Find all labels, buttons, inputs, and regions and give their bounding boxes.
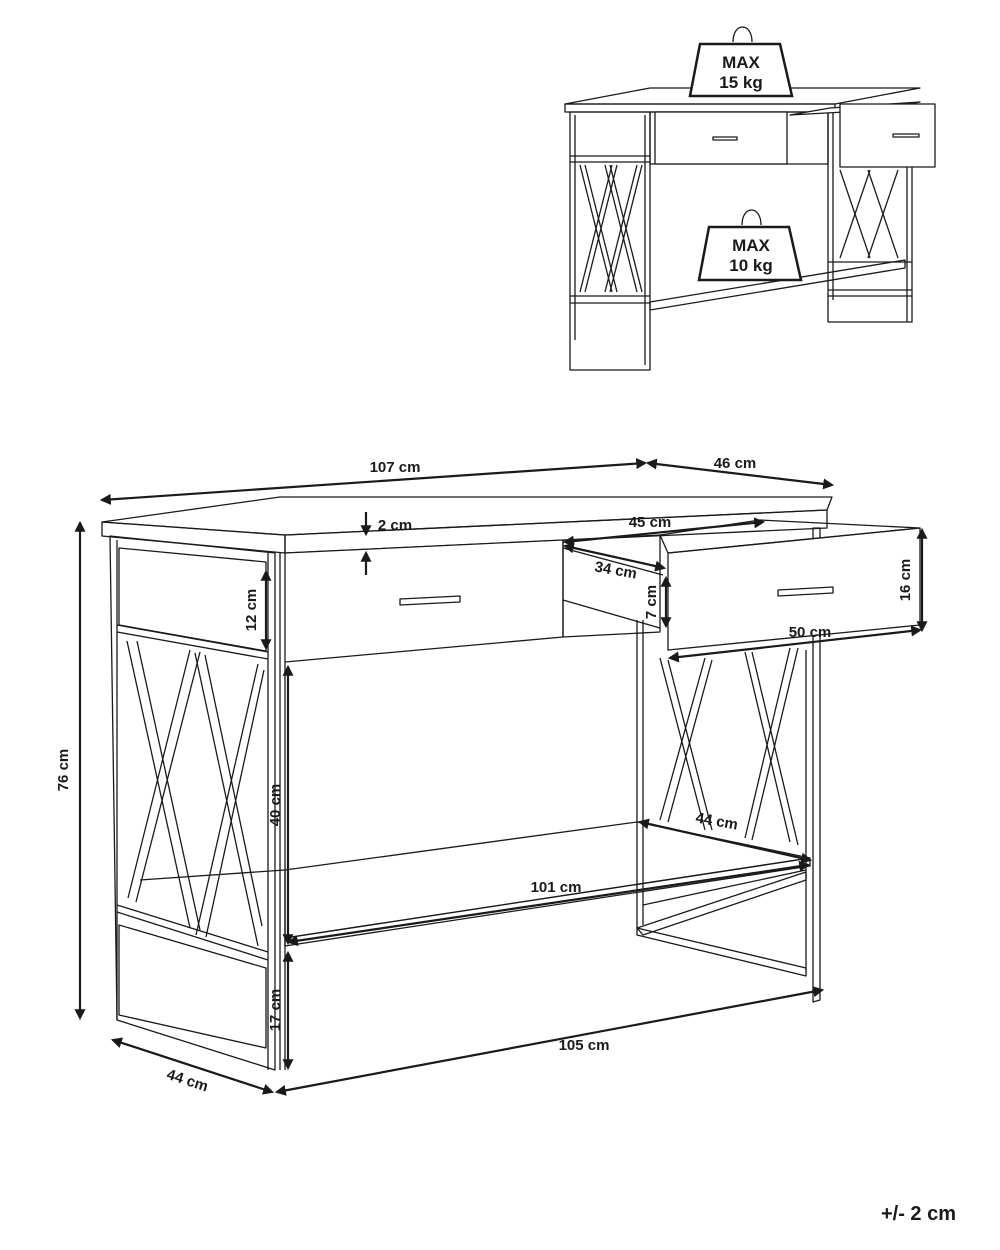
- preview-right-x-brace: [839, 169, 899, 259]
- preview-drawer-handle: [712, 136, 738, 141]
- drawer-closed: [284, 539, 564, 663]
- weight-shelf-icon: MAX 10 kg: [697, 209, 803, 282]
- label-top-thickness: 2 cm: [378, 517, 412, 534]
- left-base-panel: [118, 924, 267, 1049]
- label-base-width: 105 cm: [559, 1037, 610, 1054]
- dim-line-drawer-width: [667, 625, 923, 663]
- label-shelf-gap: 40 cm: [267, 784, 284, 827]
- label-total-height: 76 cm: [55, 749, 72, 792]
- label-drawer-width: 50 cm: [789, 624, 832, 641]
- weight-shelf-line1: MAX: [732, 236, 770, 255]
- dim-line-base-depth: [110, 1037, 275, 1095]
- preview-tabletop-edge: [564, 103, 836, 113]
- preview-left-frame: [569, 111, 651, 371]
- preview-drawer-open: [839, 103, 936, 168]
- bottom-shelf-edge: [284, 857, 811, 947]
- preview-table: MAX 15 kg MAX 10 kg: [564, 26, 936, 371]
- label-drawer-inner-width: 34 cm: [593, 559, 638, 583]
- dim-line-drawer-inner-depth: [562, 517, 766, 547]
- dim-line-base-width: [274, 986, 825, 1096]
- left-x-brace: [126, 640, 265, 947]
- tolerance-note: +/- 2 cm: [881, 1203, 956, 1225]
- dim-line-total-depth: [645, 458, 835, 490]
- label-apron-height: 12 cm: [243, 589, 260, 632]
- label-base-height: 17 cm: [267, 989, 284, 1032]
- right-base-rail-top: [636, 871, 807, 936]
- label-shelf-width: 101 cm: [531, 879, 582, 896]
- weight-shelf-line2: 10 kg: [729, 256, 772, 275]
- dim-line-shelf-depth: [637, 818, 813, 864]
- weight-top-icon: MAX 15 kg: [688, 26, 794, 98]
- label-drawer-inner-height: 7 cm: [643, 585, 660, 619]
- weight-top-line1: MAX: [722, 53, 760, 72]
- main-table: [101, 496, 921, 1071]
- right-x-brace: [659, 647, 799, 846]
- dim-line-drawer-inner-width: [562, 542, 667, 572]
- drawer-open-handle: [777, 586, 834, 597]
- preview-drawer-closed: [654, 111, 788, 165]
- label-shelf-depth: 44 cm: [694, 810, 739, 834]
- right-base-rail: [636, 927, 807, 977]
- label-total-depth: 46 cm: [714, 455, 757, 472]
- dim-line-shelf-width: [286, 860, 811, 947]
- preview-shelf: [649, 259, 906, 311]
- weight-top-line2: 15 kg: [719, 73, 762, 92]
- label-drawer-height: 16 cm: [897, 559, 914, 602]
- preview-drawer-open-handle: [892, 133, 920, 138]
- dimension-lines: [74, 458, 928, 1096]
- label-total-width: 107 cm: [370, 459, 421, 476]
- label-drawer-inner-depth: 45 cm: [629, 514, 672, 531]
- preview-left-x-brace: [579, 164, 643, 293]
- dim-line-total-width: [99, 458, 648, 505]
- drawer-closed-handle: [399, 595, 461, 606]
